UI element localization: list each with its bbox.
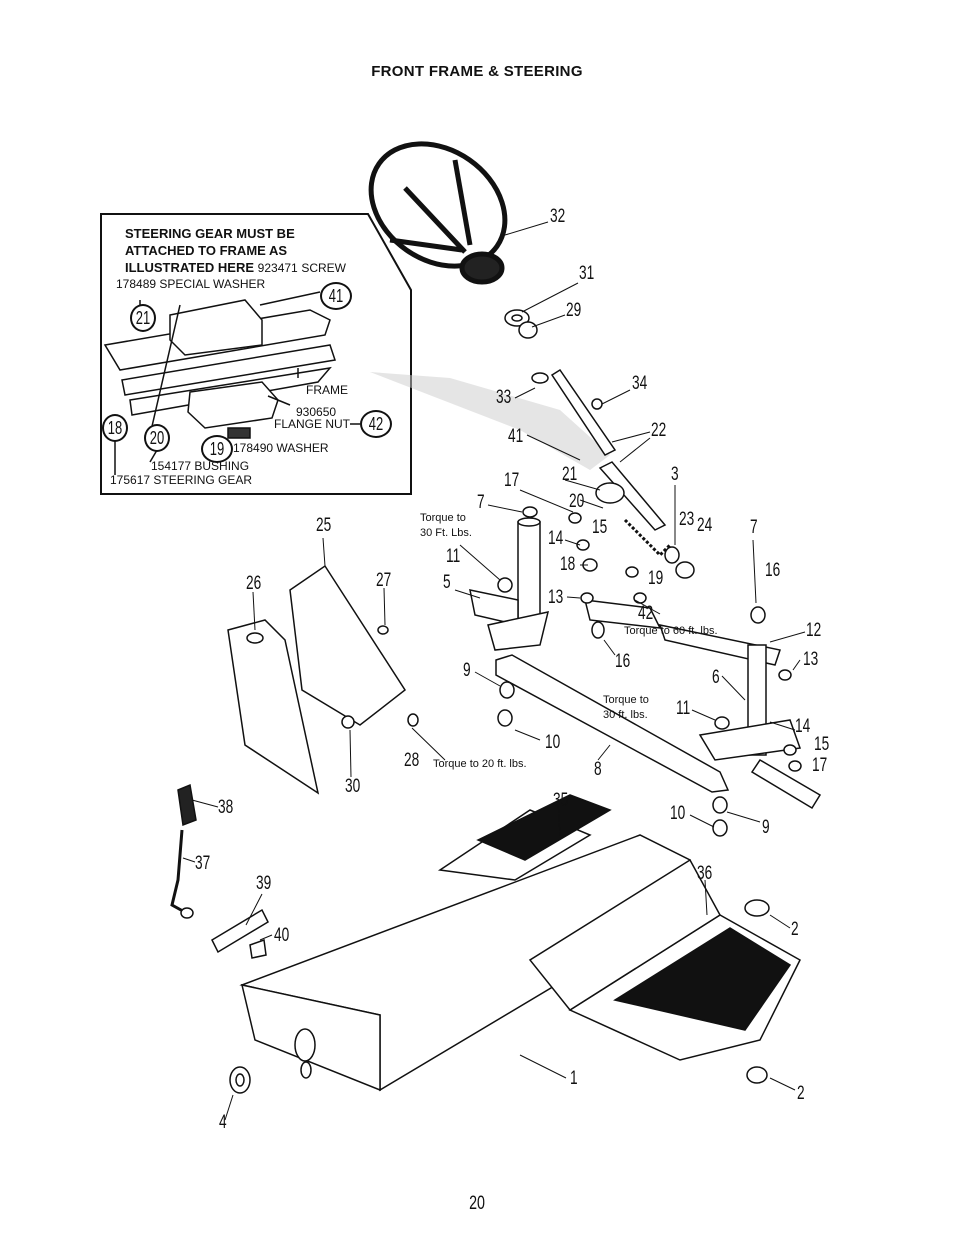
part-42: 42 [638,603,654,624]
part-18: 18 [560,554,576,575]
part-15-upper: 15 [592,517,608,538]
part-11-lower: 11 [676,698,691,719]
gear-hex-nut [187,381,279,429]
steering-shaft [550,368,667,531]
gear-shaft [227,427,251,439]
frame-plate-lower [121,344,336,396]
pivot-5 [469,517,550,651]
part-13-upper: 13 [548,587,564,608]
inset-note-line3: ILLUSTRATED HERE 923471 SCREW [125,260,347,275]
part-14-lower: 14 [795,716,811,737]
part-9-upper: 9 [463,660,471,681]
callout-20: 20 [144,424,170,452]
part-15-lower: 15 [814,734,830,755]
callout-18: 18 [102,414,128,442]
label-frame: FRAME [306,383,348,397]
torque-60: Torque to 60 ft. lbs. [624,625,718,637]
label-washer: 178490 WASHER [233,441,329,455]
part-41: 41 [508,426,524,447]
part-7-left: 7 [477,492,485,513]
part-40: 40 [274,925,290,946]
part-11-upper: 11 [446,546,461,567]
part-30: 30 [345,776,361,797]
part-6: 6 [712,667,720,688]
torque-20: Torque to 20 ft. lbs. [433,758,527,770]
part-33: 33 [496,387,512,408]
part-31: 31 [579,263,595,284]
part-17-upper: 17 [504,470,520,491]
page-number: 20 [469,1193,485,1214]
part-35: 35 [553,790,569,811]
part-8: 8 [594,759,602,780]
washer-31-29 [504,309,538,339]
hardware [341,372,802,837]
label-bushing: 154177 BUSHING [151,459,250,473]
steering-wheel [368,141,508,285]
part-2-upper: 2 [791,919,799,940]
part-37: 37 [195,853,211,874]
callout-21: 21 [130,304,156,332]
part-7-right: 7 [750,517,758,538]
part-9-lower: 9 [762,817,770,838]
part-16-right: 16 [765,560,781,581]
leader-lines [182,221,806,1121]
part-19: 19 [648,568,664,589]
part-23: 23 [679,509,695,530]
bracket-39 [211,908,269,959]
part-22: 22 [651,420,667,441]
steering-gear-body [169,299,263,356]
part-29: 29 [566,300,582,321]
drag-link [584,599,822,810]
part-14-upper: 14 [548,528,564,549]
chain [623,518,672,558]
part-27: 27 [376,570,392,591]
part-38: 38 [218,797,234,818]
tie-rod [495,654,730,793]
label-flange-nut: FLANGE NUT [274,417,351,431]
part-16-lower: 16 [615,651,631,672]
inset-diagram [103,291,360,475]
part-28: 28 [404,750,420,771]
part-10-lower: 10 [670,803,686,824]
callout-41: 41 [320,282,352,310]
main-frame [239,794,801,1092]
part-20: 20 [569,491,585,512]
part-34: 34 [632,373,648,394]
part-25: 25 [316,515,332,536]
label-flange-nut-pn: 930650 [296,405,337,419]
page-title: FRONT FRAME & STEERING [371,63,583,80]
bushings [229,899,770,1094]
part-17-lower: 17 [812,755,828,776]
part-13-lower: 13 [803,649,819,670]
part-24: 24 [697,515,713,536]
shift-lever [170,783,197,919]
part-10-upper: 10 [545,732,561,753]
part-39: 39 [256,873,272,894]
part-36: 36 [697,863,713,884]
inset-note: STEERING GEAR MUST BE ATTACHED TO FRAME … [125,226,347,275]
shields [227,564,407,795]
part-32: 32 [550,206,566,227]
part-3: 3 [671,464,679,485]
callout-19: 19 [201,435,233,463]
label-special-washer: 178489 SPECIAL WASHER [116,277,266,291]
callout-42: 42 [360,410,392,438]
part-26: 26 [246,573,262,594]
part-21: 21 [562,464,578,485]
inset-border [100,213,412,495]
label-steering-gear: 175617 STEERING GEAR [110,473,253,487]
part-2-lower: 2 [797,1083,805,1104]
part-5: 5 [443,572,451,593]
part-12: 12 [806,620,822,641]
part-4: 4 [219,1112,227,1133]
part-1: 1 [570,1068,578,1089]
